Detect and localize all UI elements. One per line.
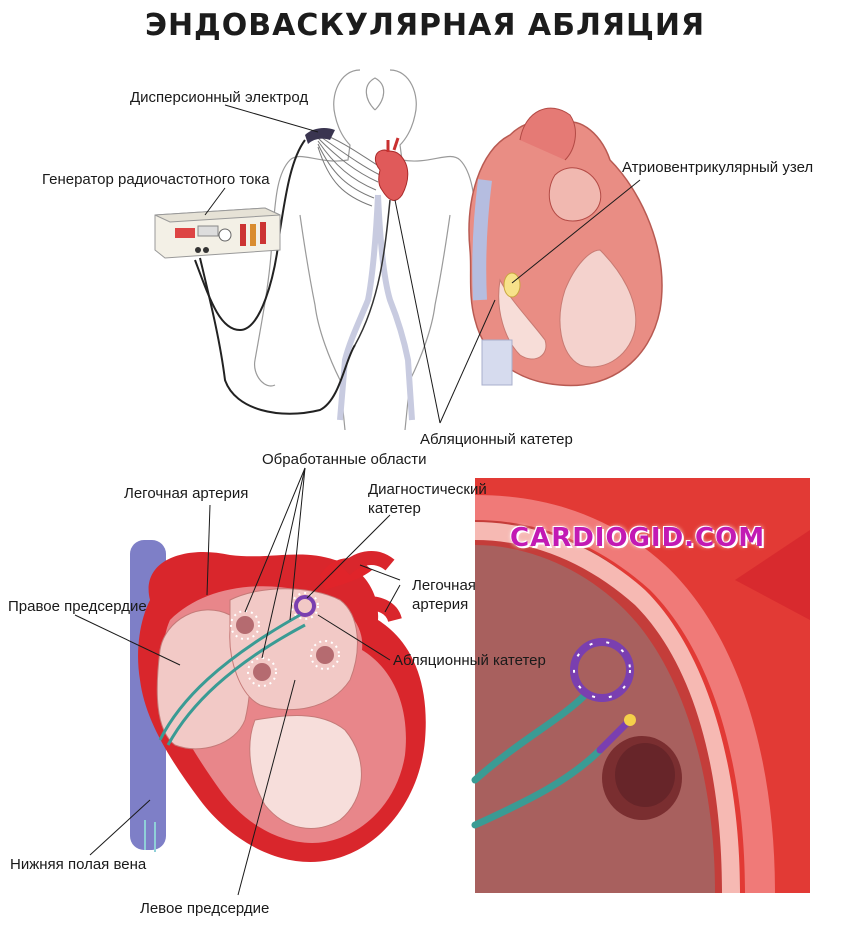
human-body-outline	[253, 69, 485, 431]
label-ablation-catheter-top: Абляционный катетер	[420, 431, 573, 448]
label-inferior-vena-cava: Нижняя полая вена	[10, 856, 147, 873]
top-leader-lines	[204, 104, 641, 424]
label-av-node: Атриовентрикулярный узел	[622, 159, 814, 176]
label-diagnostic-catheter-1: Диагностический	[368, 481, 487, 498]
heart-cross-section-bottom	[130, 540, 426, 862]
bottom-leader-lines	[74, 467, 401, 896]
label-treated-areas: Обработанные области	[262, 451, 427, 468]
watermark-text: CARDIOGID.COM	[510, 523, 766, 553]
label-rf-generator: Генератор радиочастотного тока	[42, 171, 270, 188]
body-vessels	[337, 194, 415, 421]
label-left-atrium: Левое предсердие	[140, 900, 270, 917]
dispersive-electrode-pad	[305, 127, 335, 144]
rf-generator-device	[154, 207, 281, 259]
label-right-atrium: Правое предсердие	[8, 598, 147, 615]
heart-cross-section-top	[468, 107, 663, 387]
page-title: ЭНДОВАСКУЛЯРНАЯ АБЛЯЦИЯ	[144, 8, 706, 43]
label-diagnostic-catheter-2: катетер	[368, 500, 421, 517]
electrode-wires	[317, 131, 383, 207]
zoomed-catheters	[471, 638, 636, 829]
label-dispersive-electrode: Дисперсионный электрод	[130, 89, 309, 106]
zoomed-atrium-view	[475, 478, 810, 893]
label-ablation-catheter-bottom: Абляционный катетер	[393, 652, 546, 669]
label-pulmonary-artery-right-1: Легочная	[412, 577, 476, 594]
label-pulmonary-artery-right-2: артерия	[412, 596, 469, 613]
generator-cables	[194, 139, 391, 415]
small-heart	[374, 137, 409, 201]
label-pulmonary-artery-left: Легочная артерия	[124, 485, 249, 502]
